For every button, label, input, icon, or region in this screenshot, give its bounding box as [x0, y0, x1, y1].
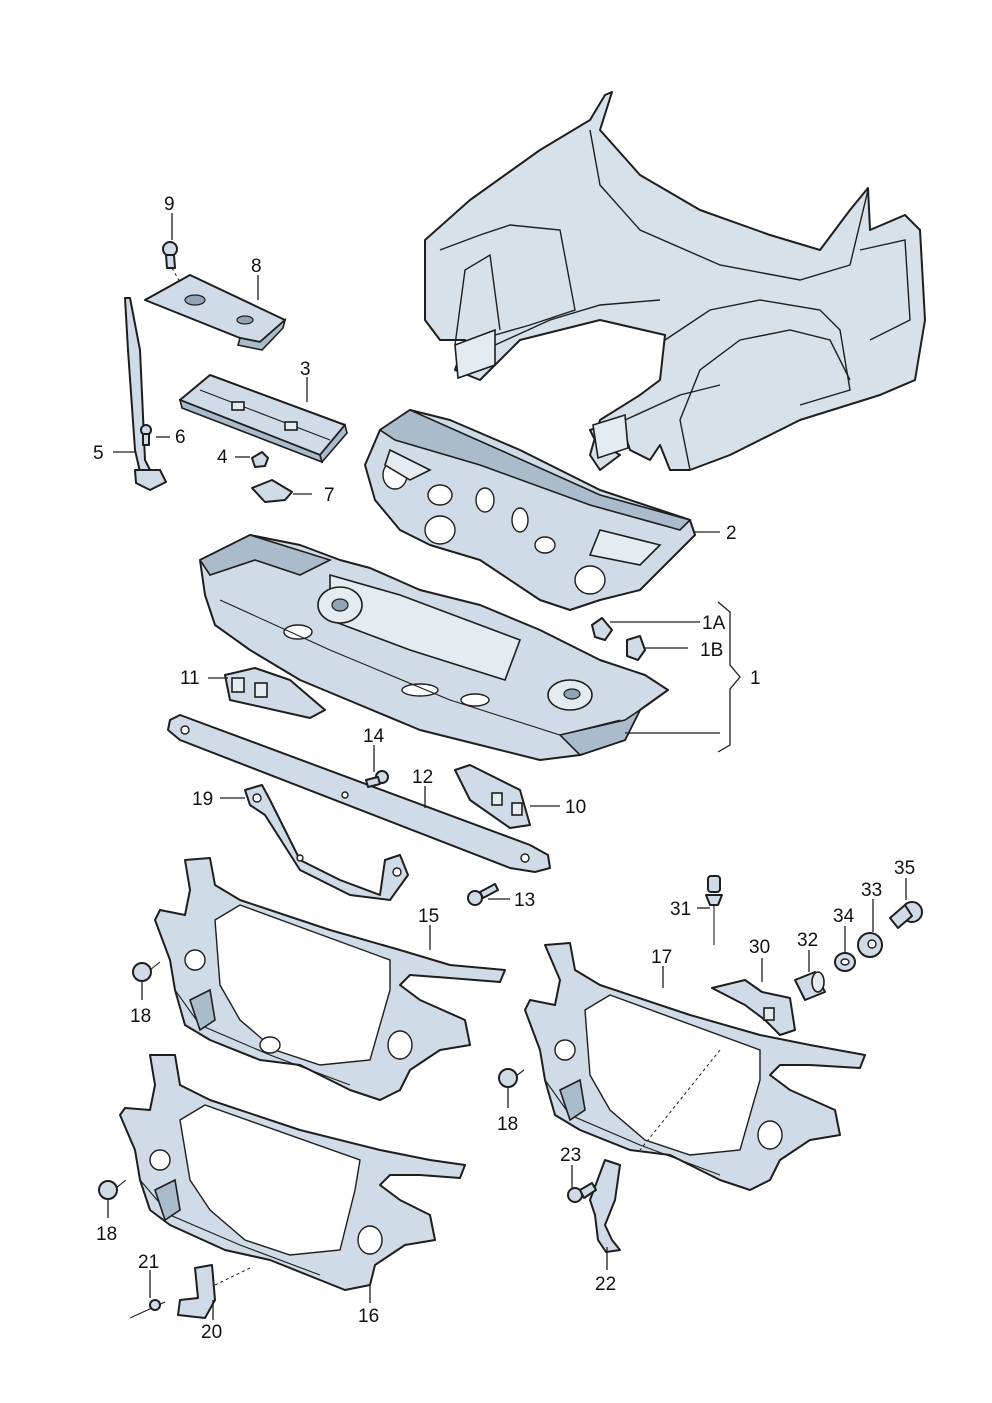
callout-1b: 1B — [700, 640, 723, 661]
leader-lines — [107, 213, 907, 1320]
callout-17: 17 — [651, 947, 672, 968]
callout-23: 23 — [560, 1145, 581, 1166]
part-20-guide-line — [214, 1267, 251, 1286]
callout-3: 3 — [300, 359, 311, 380]
part-2-bulkhead — [364, 409, 696, 611]
callout-4: 4 — [217, 447, 228, 468]
part-18-clip-a — [132, 961, 161, 982]
callout-15: 15 — [418, 906, 439, 927]
part-31-rivet — [705, 875, 723, 945]
part-1b-bracket — [626, 635, 646, 661]
callout-7: 7 — [324, 485, 335, 506]
part-16-lock-carrier — [119, 1054, 466, 1291]
callout-1: 1 — [750, 668, 761, 689]
car-body-shell — [424, 91, 926, 471]
part-15-lock-carrier — [154, 857, 506, 1101]
callout-34: 34 — [833, 906, 855, 927]
callout-1a: 1A — [702, 613, 726, 634]
part-20-bracket — [177, 1264, 216, 1319]
part-22-bracket — [589, 1159, 621, 1253]
callout-2: 2 — [726, 523, 737, 544]
callout-5: 5 — [93, 443, 104, 464]
part-10-bracket — [454, 764, 531, 829]
callout-32: 32 — [797, 930, 818, 951]
callout-22: 22 — [595, 1274, 616, 1295]
part-34-washer — [834, 952, 856, 972]
callout-21: 21 — [138, 1252, 159, 1273]
part-7-clip — [251, 479, 293, 503]
callout-labels: 9 8 3 6 5 4 7 2 1A 1B 1 11 14 12 10 19 1… — [93, 194, 915, 1343]
part-21-rivet — [129, 1299, 166, 1319]
callout-16: 16 — [358, 1306, 379, 1327]
part-35-bolt — [889, 901, 923, 929]
callout-12: 12 — [412, 767, 433, 788]
part-4-nut — [251, 451, 269, 468]
part-1-plenum — [198, 534, 669, 761]
part-6-bolt — [140, 424, 152, 446]
callout-18-right: 18 — [497, 1114, 518, 1135]
callout-9: 9 — [164, 194, 175, 215]
part-8-bracket — [144, 274, 287, 351]
callout-11: 11 — [180, 668, 200, 689]
callout-18-lower: 18 — [96, 1224, 117, 1245]
callout-14: 14 — [363, 726, 385, 747]
callout-20: 20 — [201, 1322, 222, 1343]
part-18-clip-c — [98, 1179, 127, 1200]
callout-31: 31 — [670, 899, 691, 920]
part-1a-bracket — [591, 617, 613, 641]
part-13-bolt — [467, 883, 499, 906]
part-23-bolt — [567, 1182, 597, 1203]
part-14-bolt — [365, 770, 389, 788]
callout-13: 13 — [514, 890, 535, 911]
part-11-bracket — [224, 667, 326, 719]
part-32-bushing — [794, 971, 826, 1001]
callout-33: 33 — [861, 880, 882, 901]
part-18-clip-b — [498, 1068, 525, 1088]
callout-8: 8 — [251, 256, 262, 277]
part-33-nut — [857, 932, 883, 958]
callout-18-upper: 18 — [130, 1006, 151, 1027]
part-3-panel — [178, 374, 348, 464]
callout-19: 19 — [192, 789, 213, 810]
callout-6: 6 — [175, 427, 186, 448]
part-30-bracket — [711, 979, 796, 1036]
callout-30: 30 — [749, 937, 770, 958]
part-19-strut — [244, 784, 409, 901]
callout-35: 35 — [894, 858, 915, 879]
part-12-crossmember — [167, 714, 551, 873]
callout-10: 10 — [565, 797, 586, 818]
part-5-bracket — [124, 297, 167, 491]
part-17-lock-carrier — [524, 942, 866, 1191]
